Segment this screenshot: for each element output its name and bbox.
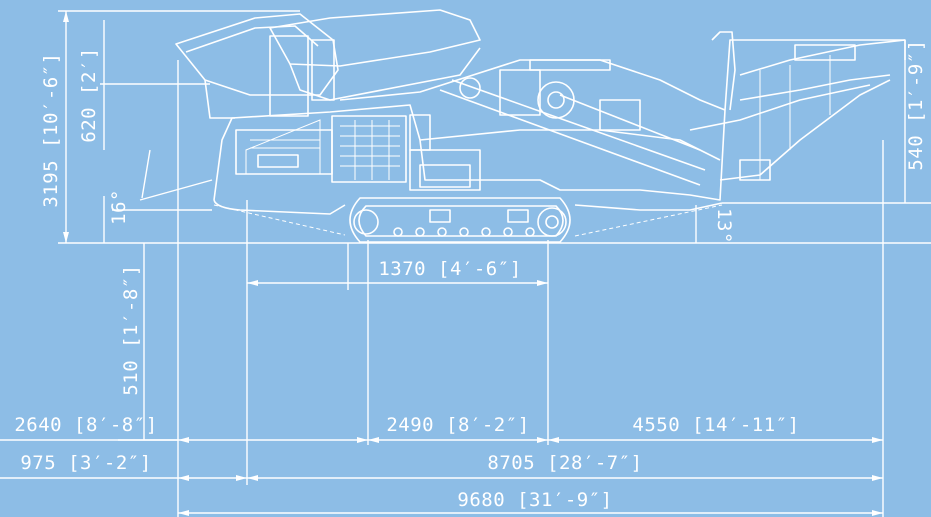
overall-height-label: 3195 [10′-6″]: [40, 52, 62, 207]
feed-angle-label: 16°: [108, 189, 130, 225]
main-length-label: 8705 [28′-7″]: [487, 452, 642, 474]
track-length-label: 1370 [4′-6″]: [378, 258, 521, 280]
machine-outline: [175, 9, 906, 243]
right-length-label: 4550 [14′-11″]: [632, 414, 799, 436]
dimension-lines: [0, 10, 931, 517]
middle-length-label: 2490 [8′-2″]: [386, 414, 529, 436]
left-overhang-label: 975 [3′-2″]: [20, 452, 151, 474]
overall-length-label: 9680 [31′-9″]: [457, 489, 612, 511]
discharge-angle-label: 13°: [713, 208, 735, 244]
right-clearance-label: 540 [1′-9″]: [905, 39, 927, 170]
left-length-label: 2640 [8′-8″]: [14, 414, 157, 436]
ground-clearance-label: 510 [1′-8″]: [120, 264, 142, 395]
feed-height-label: 620 [2′]: [78, 47, 100, 143]
dimension-labels: 3195 [10′-6″] 620 [2′] 16° 510 [1′-8″] 5…: [14, 39, 927, 511]
